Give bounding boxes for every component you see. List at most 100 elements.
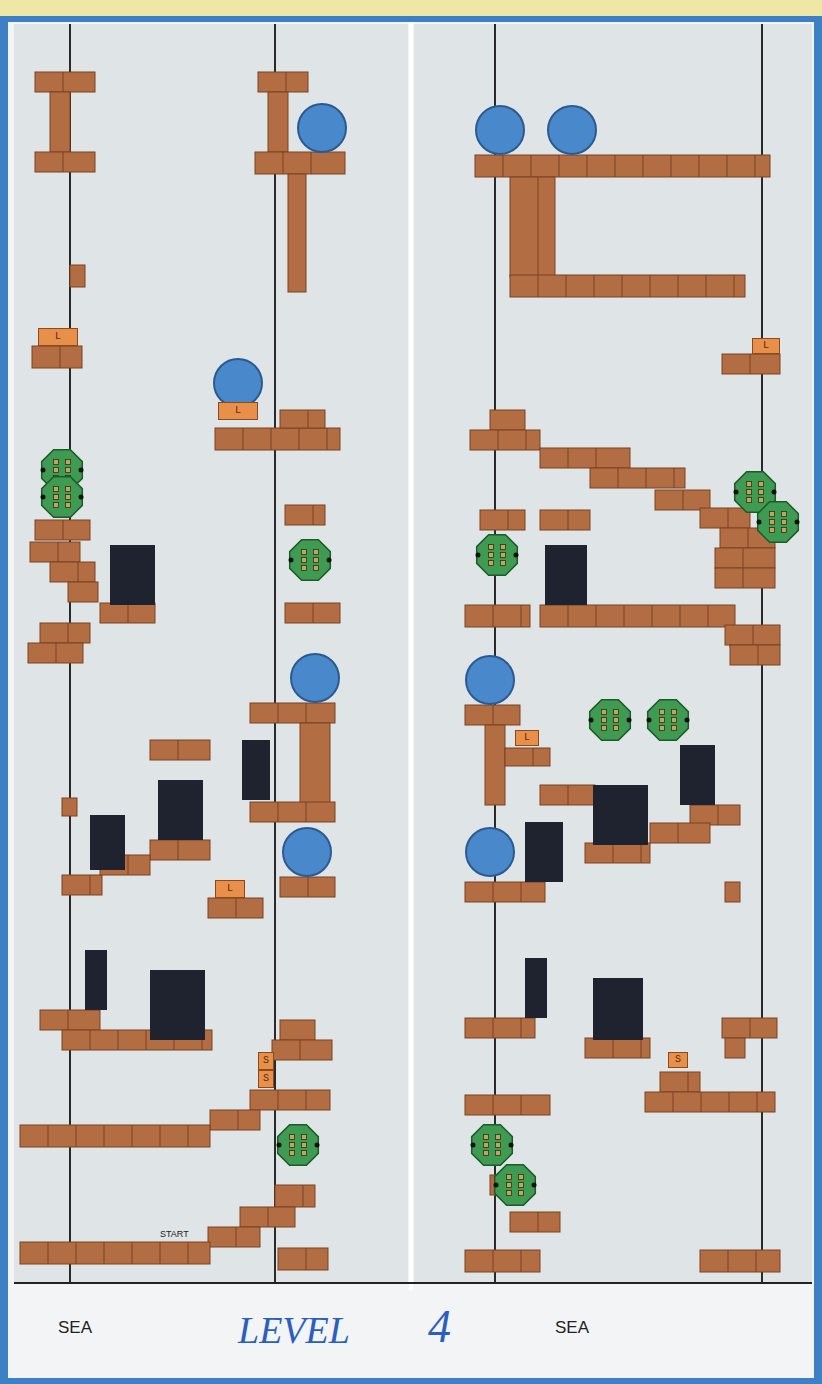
brick-joint [743, 568, 744, 588]
creature-dot [471, 1143, 476, 1148]
dark-doorway [90, 815, 125, 870]
pickup-box: L [218, 402, 258, 420]
brick-joint [699, 155, 700, 177]
creature-marking [782, 512, 787, 517]
creature-dot [315, 1143, 320, 1148]
creature-marking [496, 1143, 501, 1148]
brick-joint [652, 605, 653, 627]
brick-platform [100, 603, 155, 623]
creature-marking [501, 545, 506, 550]
brick-platform [590, 468, 685, 488]
panel-divider [409, 22, 413, 1290]
brick-joint [753, 625, 754, 645]
brick-platform [70, 265, 85, 287]
brick-platform [62, 798, 77, 816]
creature-marking [302, 566, 307, 571]
creature-marking [496, 1135, 501, 1140]
brick-joint [48, 1125, 49, 1147]
green-creature [590, 700, 631, 741]
brick-joint [624, 605, 625, 627]
left-panel [14, 24, 408, 1282]
brick-platform [240, 1207, 295, 1227]
brick-joint [188, 1125, 189, 1147]
creature-marking [507, 1183, 512, 1188]
blue-ball [466, 828, 514, 876]
brick-platform [285, 505, 325, 525]
brick-platform [715, 548, 775, 568]
brick-joint [278, 1090, 279, 1110]
creature-marking [507, 1191, 512, 1196]
blue-ball [548, 106, 596, 154]
brick-joint [568, 785, 569, 805]
dark-doorway [593, 978, 643, 1040]
brick-platform [585, 1038, 650, 1058]
brick-platform [300, 723, 330, 803]
creature-marking [507, 1175, 512, 1180]
brick-joint [306, 1090, 307, 1110]
brick-joint [596, 448, 597, 468]
pickup-box: L [515, 730, 539, 746]
brick-platform [470, 430, 540, 450]
pickup-letter: S [263, 1074, 269, 1084]
brick-platform [62, 875, 102, 895]
sea-label: SEA [555, 1318, 589, 1338]
brick-joint [566, 275, 567, 297]
brick-joint [493, 705, 494, 725]
brick-joint [68, 623, 69, 643]
creature-dot [734, 490, 739, 495]
creature-dot [514, 553, 519, 558]
creature-dot [289, 558, 294, 563]
brick-joint [708, 605, 709, 627]
pickup-letter: L [227, 884, 233, 894]
brick-platform [280, 1020, 315, 1040]
creature-marking [519, 1183, 524, 1188]
brick-joint [521, 1250, 522, 1272]
brick-joint [641, 843, 642, 863]
brick-platform [655, 490, 710, 510]
brick-platform [722, 354, 780, 374]
brick-joint [308, 877, 309, 897]
brick-joint [531, 155, 532, 177]
brick-joint [283, 152, 284, 174]
brick-joint [188, 1242, 189, 1264]
creature-marking [484, 1135, 489, 1140]
brick-joint [757, 1092, 758, 1112]
brick-platform [215, 428, 340, 450]
brick-platform [465, 1250, 540, 1272]
level-heading: LEVEL [238, 1308, 350, 1352]
brick-platform [255, 152, 345, 174]
dark-doorway [593, 785, 648, 845]
creature-dot [795, 520, 800, 525]
pickup-box: S [258, 1070, 274, 1088]
brick-platform [28, 643, 83, 663]
creature-marking [770, 528, 775, 533]
brick-platform [510, 177, 555, 277]
creature-marking [519, 1191, 524, 1196]
brick-platform [700, 508, 750, 528]
creature-marking [302, 1151, 307, 1156]
brick-joint [587, 155, 588, 177]
brick-joint [299, 428, 300, 450]
creature-marking [672, 710, 677, 715]
brick-platform [540, 510, 590, 530]
blue-ball [466, 656, 514, 704]
brick-joint [678, 275, 679, 297]
brick-platform [208, 898, 263, 918]
brick-joint [493, 1018, 494, 1038]
green-creature [758, 502, 799, 543]
brick-joint [56, 643, 57, 663]
creature-marking [489, 553, 494, 558]
brick-joint [678, 823, 679, 843]
brick-joint [596, 605, 597, 627]
creature-marking [484, 1143, 489, 1148]
creature-marking [782, 528, 787, 533]
brick-joint [750, 1018, 751, 1038]
page-ground [8, 22, 814, 1378]
creature-dot [476, 553, 481, 558]
brick-platform [540, 605, 735, 627]
brick-joint [90, 875, 91, 895]
right-panel [414, 24, 812, 1282]
brick-joint [743, 548, 744, 568]
creature-marking [290, 1143, 295, 1148]
brick-joint [508, 510, 509, 530]
